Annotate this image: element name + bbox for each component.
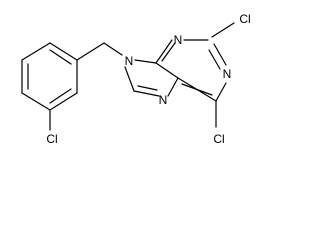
bond-n9-c4 — [134, 59, 157, 64]
bond-benzene-inner-3 — [49, 88, 72, 104]
bond-c4-n3 — [155, 39, 173, 64]
bond-benzene-c2-c3 — [21, 42, 51, 61]
bond-c4-c5 — [155, 62, 179, 79]
bond-n1-c6 — [215, 82, 227, 102]
bond-c8-n7 — [133, 90, 160, 97]
bond-c4-n3-inner — [161, 42, 176, 62]
bond-c8-n7-inner — [137, 85, 158, 91]
molecule-structure-diagram: N N N N Cl Cl Cl — [21, 12, 251, 146]
bond-c2-n1-inner — [208, 49, 221, 70]
bond-c6-c5-inner — [181, 83, 213, 96]
bond-n7-c5 — [167, 77, 179, 97]
bond-n9-c8 — [124, 66, 135, 92]
bond-benzene-inner-1 — [49, 49, 72, 65]
atom-label-n3: N — [174, 33, 183, 47]
bond-c2-n1 — [213, 43, 227, 66]
atom-label-cl2: Cl — [239, 12, 250, 26]
atom-labels: N N N N Cl Cl Cl — [46, 12, 250, 146]
bond-ch2-n9 — [103, 42, 123, 56]
bond-c2-cl — [211, 22, 235, 38]
atom-label-cl3prime: Cl — [46, 132, 57, 146]
bonds — [21, 22, 235, 131]
bond-benzene-c5-c6 — [49, 92, 78, 111]
bond-benzene-c1-c2 — [49, 42, 78, 61]
atom-label-n9: N — [125, 54, 134, 68]
atom-label-n1: N — [223, 67, 232, 81]
atom-label-n7: N — [159, 93, 168, 107]
bond-benzene-c4-c5 — [21, 92, 51, 111]
bond-ring-ch2 — [76, 42, 105, 61]
atom-label-cl6: Cl — [213, 132, 224, 146]
